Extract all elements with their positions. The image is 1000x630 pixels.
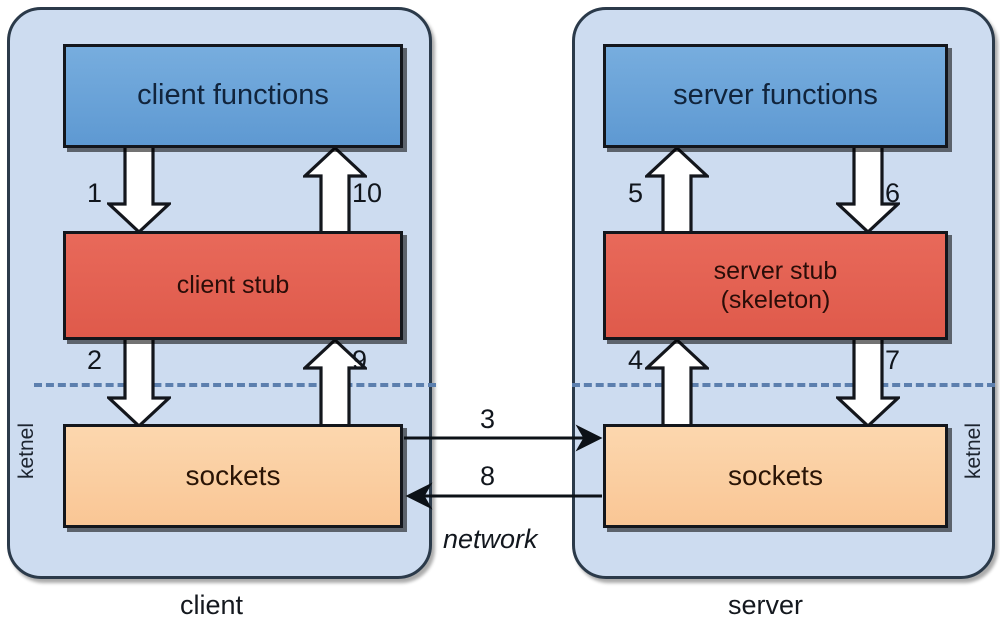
step-number-4: 4: [628, 345, 644, 375]
step-number-7: 7: [885, 345, 901, 375]
block-server-functions-label: server functions: [673, 79, 878, 112]
block-server-functions[interactable]: server functions: [603, 44, 948, 148]
block-server-sockets-label: sockets: [728, 459, 823, 491]
caption-client: client: [180, 590, 244, 620]
caption-network: network: [443, 524, 538, 554]
step-number-10: 10: [352, 178, 383, 208]
block-client-stub[interactable]: client stub: [63, 231, 403, 340]
arrow-step-4: [645, 338, 709, 428]
block-client-stub-label: client stub: [176, 271, 290, 299]
block-server-stub-label-line1: server stub: [713, 256, 838, 285]
arrow-step-2: [107, 338, 171, 428]
step-number-9: 9: [352, 345, 368, 375]
step-number-5: 5: [628, 178, 644, 208]
step-number-8: 8: [480, 461, 496, 491]
block-server-sockets[interactable]: sockets: [603, 424, 948, 528]
block-server-stub-label-line2: (skeleton): [720, 285, 831, 314]
arrow-step-6: [836, 146, 900, 234]
step-number-2: 2: [87, 345, 103, 375]
block-client-functions[interactable]: client functions: [63, 44, 403, 148]
block-client-sockets[interactable]: sockets: [63, 424, 403, 528]
client-kernel-boundary-line: [34, 383, 436, 387]
caption-server: server: [728, 590, 804, 620]
arrow-step-7: [836, 338, 900, 428]
block-client-sockets-label: sockets: [185, 459, 281, 491]
arrow-step-9: [303, 338, 367, 428]
arrow-step-10: [303, 146, 367, 234]
server-kernel-boundary-line: [572, 383, 995, 387]
arrow-step-5: [645, 146, 709, 234]
arrow-step-1: [107, 146, 171, 234]
step-number-6: 6: [885, 178, 901, 208]
step-number-3: 3: [480, 404, 496, 434]
step-number-1: 1: [87, 178, 103, 208]
block-server-stub[interactable]: server stub (skeleton): [603, 231, 948, 340]
block-client-functions-label: client functions: [137, 79, 329, 112]
